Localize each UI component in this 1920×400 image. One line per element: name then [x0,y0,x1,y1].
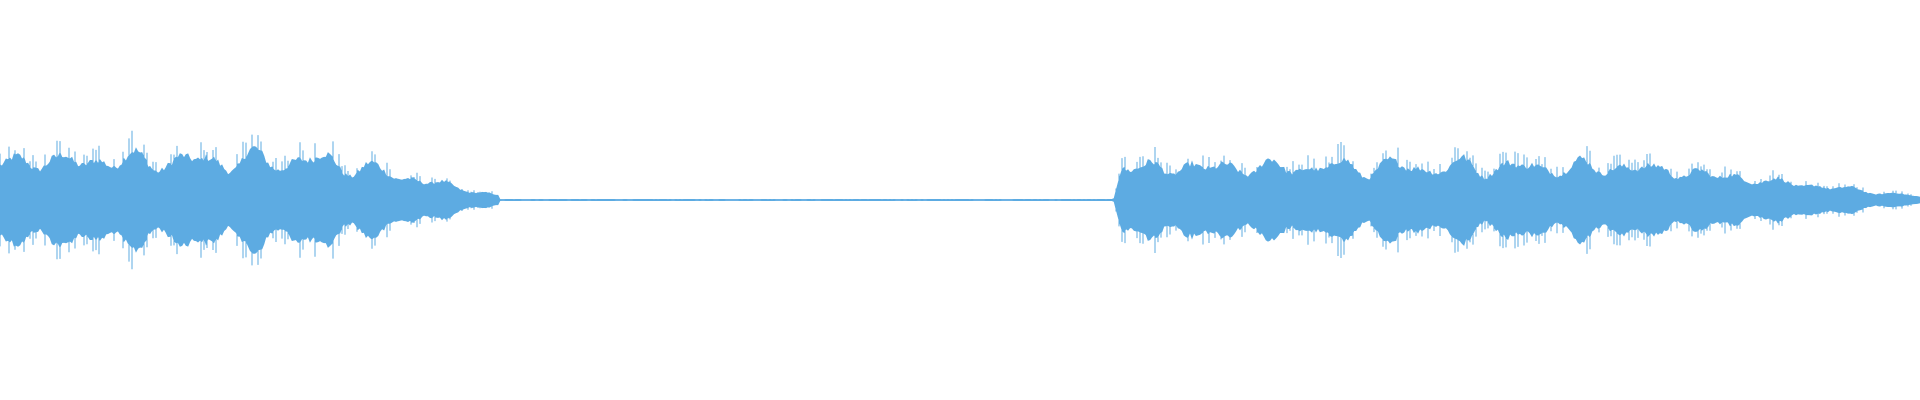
waveform-transients [0,130,1912,270]
waveform-upper-envelope [0,146,1920,254]
